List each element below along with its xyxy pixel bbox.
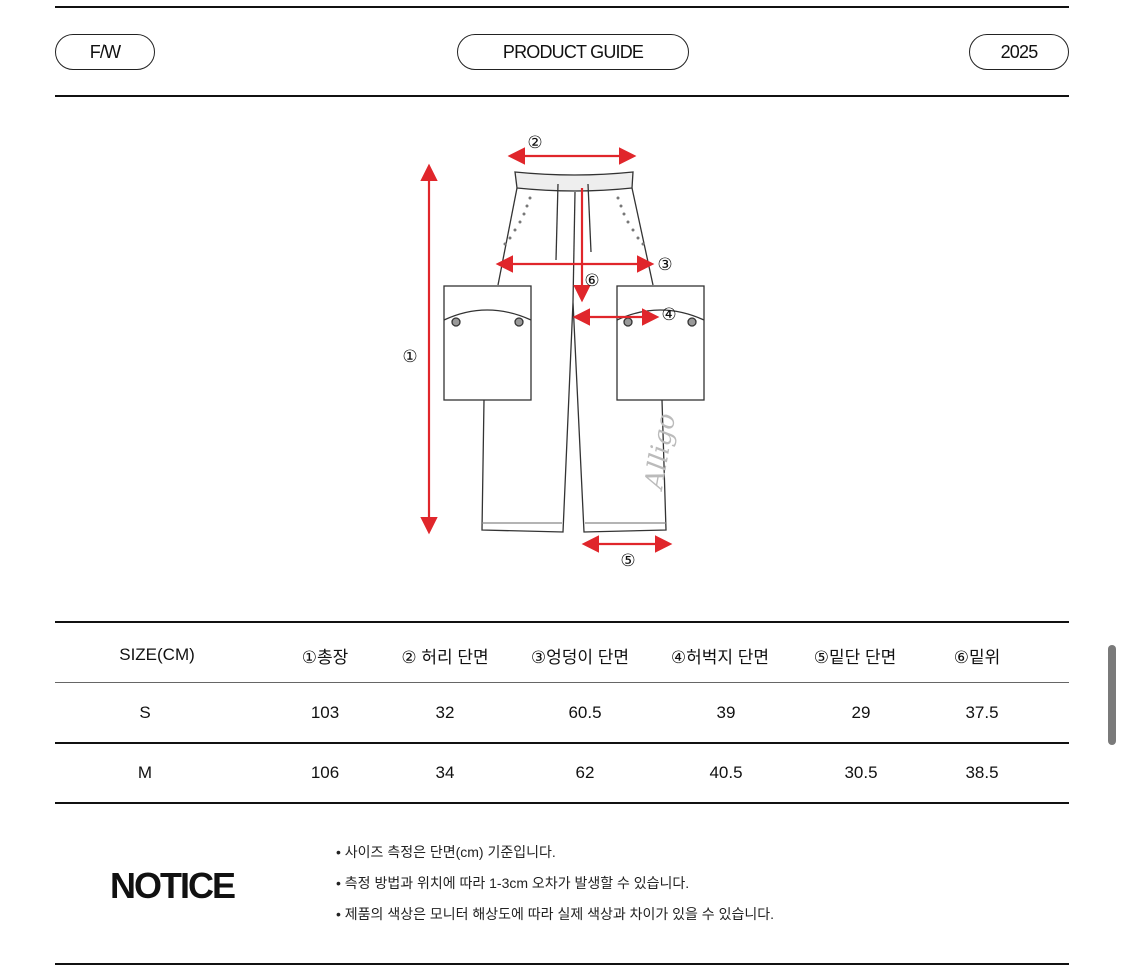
column-header: SIZE(CM) bbox=[119, 645, 195, 664]
column-header: ①총장 bbox=[301, 647, 349, 667]
column-header: ④허벅지 단면 bbox=[670, 647, 770, 667]
svg-text:②: ② bbox=[527, 133, 542, 153]
notice-item: • 측정 방법과 위치에 따라 1-3cm 오차가 발생할 수 있습니다. bbox=[336, 875, 690, 891]
value-cell: 32 bbox=[435, 703, 455, 722]
season-badge: F/W bbox=[55, 34, 155, 70]
year-badge: 2025 bbox=[969, 34, 1069, 70]
column-header: ③엉덩이 단면 bbox=[530, 647, 630, 667]
value-cell: 39 bbox=[716, 703, 736, 722]
top-divider bbox=[55, 6, 1069, 8]
brand-script: Alligo bbox=[639, 411, 682, 493]
table-row-divider bbox=[55, 742, 1069, 744]
svg-text:⑥: ⑥ bbox=[584, 271, 599, 291]
table-header-divider bbox=[55, 682, 1069, 683]
column-header: ⑤밑단 단면 bbox=[813, 647, 897, 667]
value-cell: 29 bbox=[851, 703, 871, 722]
size-cell: M bbox=[137, 763, 153, 782]
table-header-row: SIZE(CM) ①총장 ② 허리 단면 ③엉덩이 단면 ④허벅지 단면 ⑤밑단… bbox=[55, 625, 1069, 685]
vertical-scrollbar[interactable] bbox=[1108, 645, 1116, 745]
svg-text:④: ④ bbox=[661, 305, 676, 325]
notice-item: • 사이즈 측정은 단면(cm) 기준입니다. bbox=[336, 844, 556, 860]
bottom-divider bbox=[55, 963, 1069, 965]
value-cell: 106 bbox=[310, 763, 340, 782]
value-cell: 34 bbox=[435, 763, 455, 782]
page-title: PRODUCT GUIDE bbox=[502, 41, 644, 62]
value-cell: 30.5 bbox=[844, 763, 878, 782]
value-cell: 62 bbox=[575, 763, 595, 782]
column-header: ② 허리 단면 bbox=[401, 647, 489, 667]
value-cell: 60.5 bbox=[568, 703, 602, 722]
svg-text:⑤: ⑤ bbox=[620, 551, 635, 571]
pants-measurement-diagram: Alligo ① ② ③ ④ ⑤ ⑥ bbox=[380, 120, 720, 580]
value-cell: 37.5 bbox=[965, 703, 999, 722]
value-cell: 38.5 bbox=[965, 763, 999, 782]
page-title-badge: PRODUCT GUIDE bbox=[457, 34, 689, 70]
table-row: S 103 32 60.5 39 29 37.5 bbox=[55, 683, 1069, 743]
header-divider bbox=[55, 95, 1069, 97]
value-cell: 40.5 bbox=[709, 763, 743, 782]
size-cell: S bbox=[139, 703, 151, 722]
column-header: ⑥밑위 bbox=[953, 647, 1001, 667]
year-label: 2025 bbox=[1000, 41, 1039, 62]
table-top-border bbox=[55, 621, 1069, 623]
season-label: F/W bbox=[89, 41, 121, 62]
svg-text:③: ③ bbox=[657, 255, 672, 275]
notice-item: • 제품의 색상은 모니터 해상도에 따라 실제 색상과 차이가 있을 수 있습… bbox=[336, 906, 774, 922]
value-cell: 103 bbox=[310, 703, 340, 722]
table-bottom-border bbox=[55, 802, 1069, 804]
table-row: M 106 34 62 40.5 30.5 38.5 bbox=[55, 743, 1069, 803]
notice-title: NOTICE bbox=[110, 865, 236, 906]
svg-text:①: ① bbox=[402, 347, 417, 367]
notice-list: • 사이즈 측정은 단면(cm) 기준입니다. • 측정 방법과 위치에 따라 … bbox=[336, 840, 774, 933]
